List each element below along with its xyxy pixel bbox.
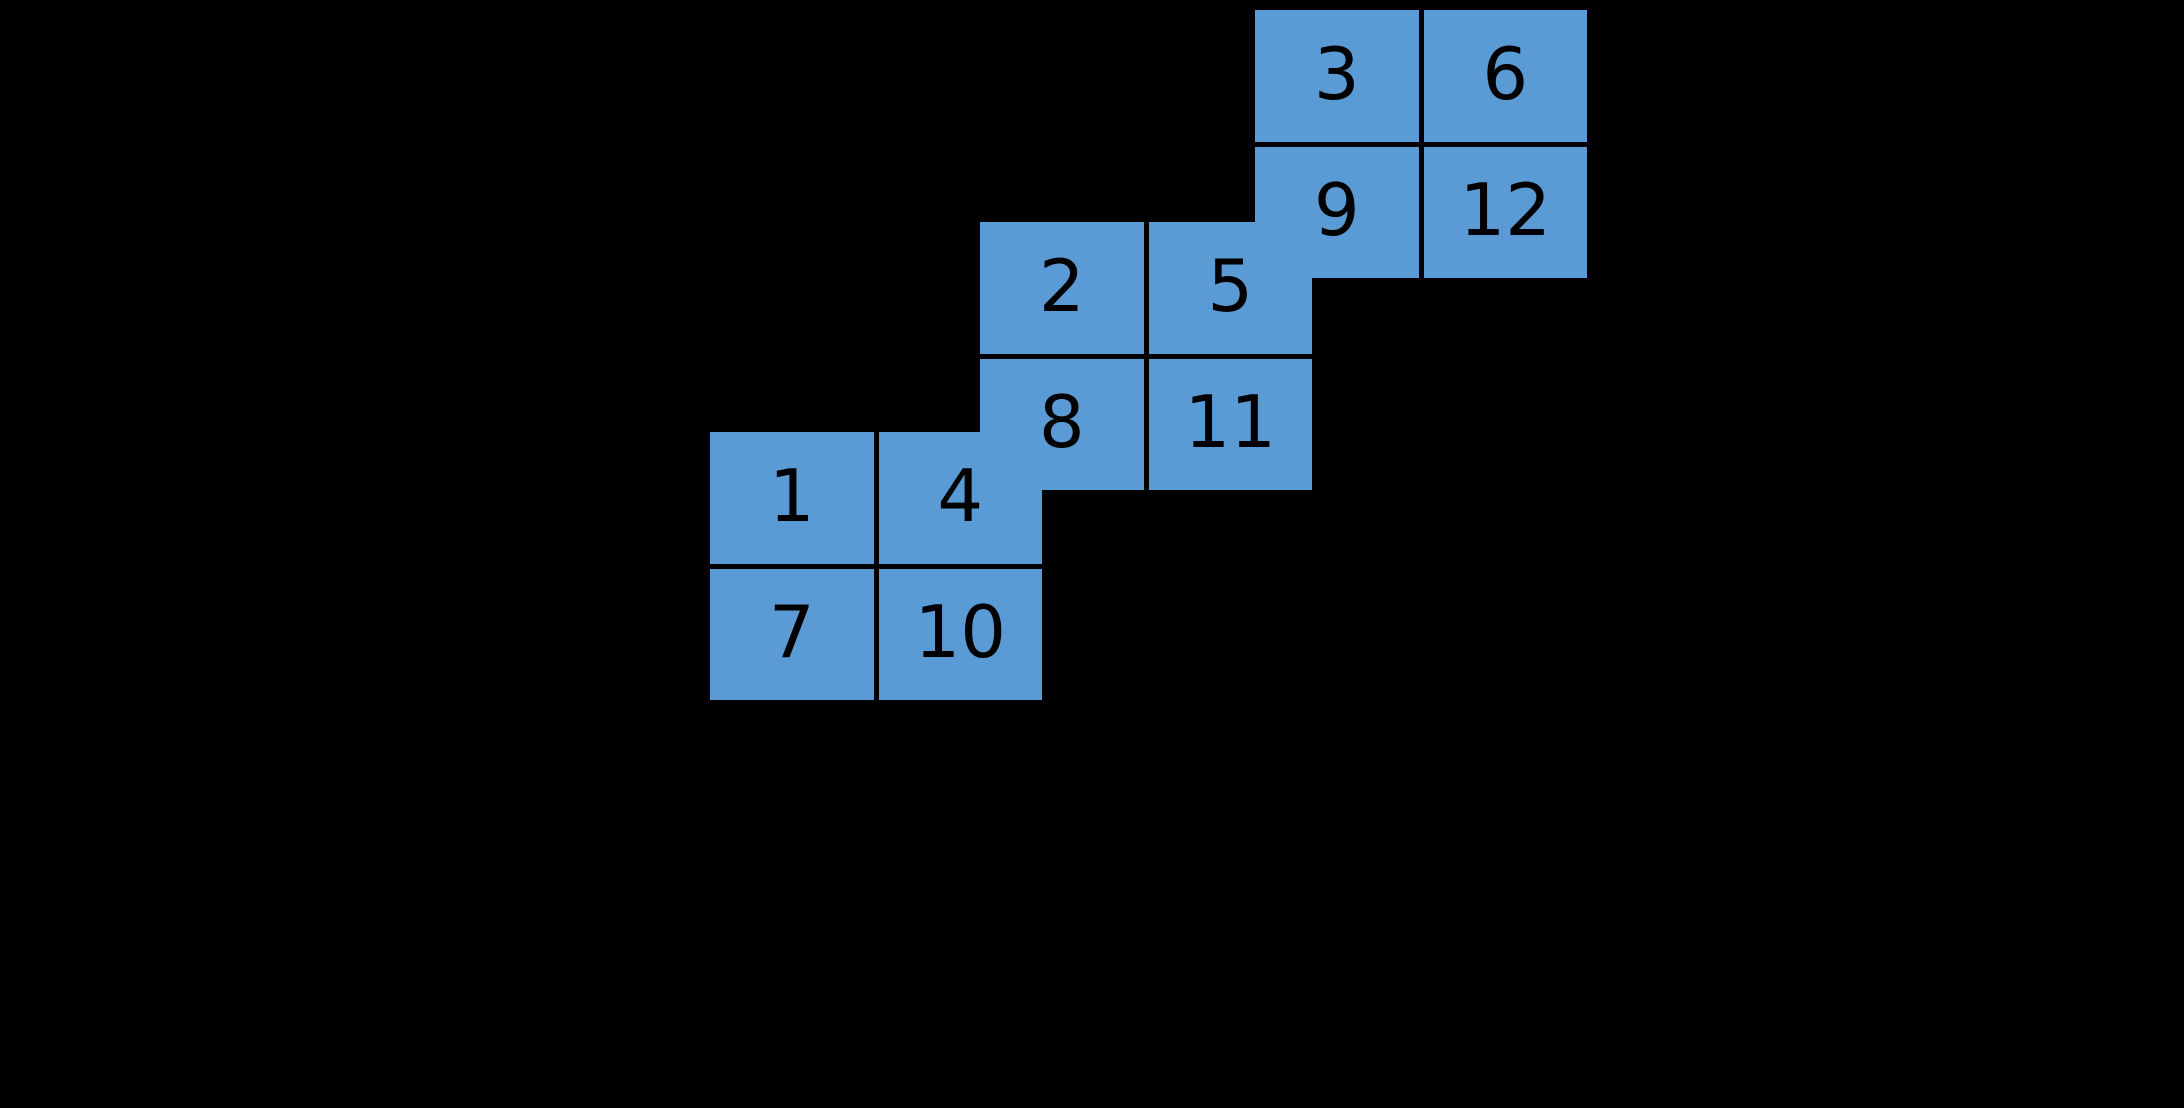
matrix-cell-value: 3 bbox=[1313, 31, 1360, 116]
matrix-cell[interactable]: 6 bbox=[1423, 10, 1587, 142]
matrix-cell-value: 6 bbox=[1482, 31, 1529, 116]
matrix-cell[interactable]: 1 bbox=[710, 432, 874, 564]
matrix-cell[interactable]: 11 bbox=[1148, 358, 1312, 490]
matrix-cell[interactable]: 8 bbox=[980, 358, 1144, 490]
matrix-cell-value: 10 bbox=[914, 590, 1007, 675]
matrix-cell-value: 9 bbox=[1313, 168, 1360, 253]
bottom-left-block: 1 4 7 10 bbox=[710, 432, 1042, 700]
matrix-cell-value: 12 bbox=[1459, 168, 1552, 253]
matrix-cell-value: 5 bbox=[1207, 243, 1254, 328]
matrix-cell-value: 1 bbox=[768, 453, 815, 538]
matrix-cell-value: 8 bbox=[1038, 380, 1085, 465]
matrix-cell[interactable]: 9 bbox=[1255, 146, 1419, 278]
matrix-cell-value: 7 bbox=[768, 590, 815, 675]
matrix-cell[interactable]: 12 bbox=[1423, 146, 1587, 278]
matrix-cell[interactable]: 7 bbox=[710, 568, 874, 700]
matrix-cell[interactable]: 10 bbox=[878, 568, 1042, 700]
matrix-cell-value: 4 bbox=[937, 453, 984, 538]
matrix-cell-value: 2 bbox=[1038, 243, 1085, 328]
top-right-block: 3 6 9 12 bbox=[1255, 10, 1587, 278]
matrix-cell[interactable]: 2 bbox=[980, 222, 1144, 354]
matrix-cell[interactable]: 3 bbox=[1255, 10, 1419, 142]
matrix-cell-value: 11 bbox=[1184, 380, 1277, 465]
